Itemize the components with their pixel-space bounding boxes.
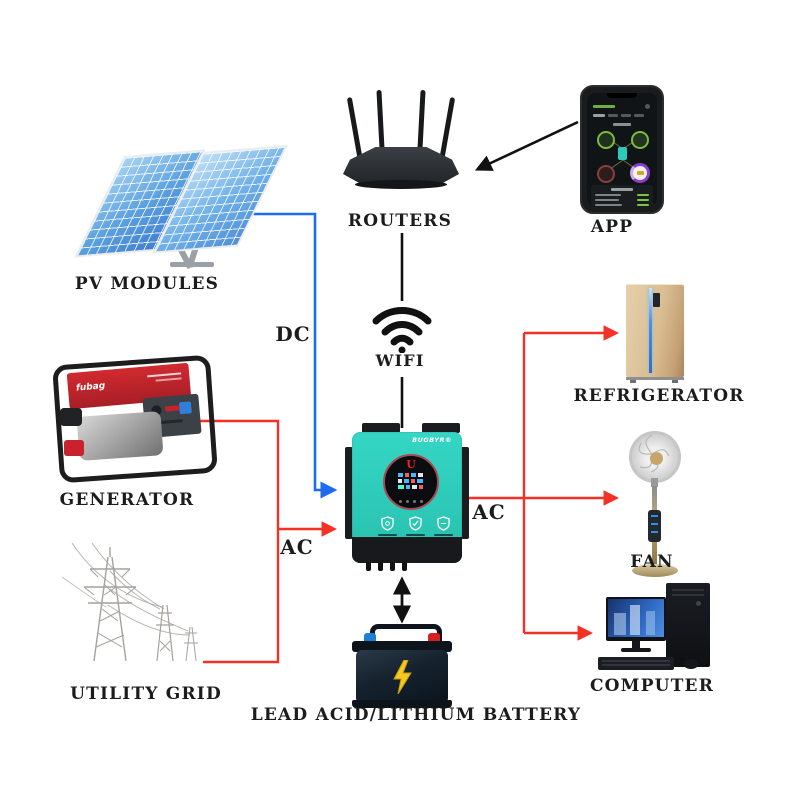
router-antenna (439, 97, 456, 157)
inverter-brand: BUGBYR® (412, 436, 452, 444)
router-antenna (346, 97, 363, 157)
generator-starter (64, 440, 84, 456)
battery-illustration (352, 624, 452, 708)
inverter-terminal-cover (352, 537, 462, 563)
inverter-logo: U (406, 458, 416, 471)
battery-label: LEAD ACID/LITHIUM BATTERY (250, 705, 582, 725)
router-base (355, 180, 447, 189)
wifi-icon (372, 307, 432, 353)
app-grid-icon (597, 165, 615, 183)
fan-label: FAN (630, 552, 674, 572)
phone-screen (587, 93, 657, 206)
computer-monitor (606, 597, 666, 641)
shield-icon (409, 516, 422, 531)
app-center-inverter-icon (618, 147, 627, 160)
refrigerator-display (653, 293, 660, 307)
inverter-lcd (398, 473, 423, 489)
inverter-connector (390, 562, 395, 571)
inverter-connector (378, 562, 383, 571)
inverter-connector (402, 562, 407, 571)
inverter-bracket (345, 447, 353, 539)
dc-line (207, 212, 338, 499)
wifi-label: WIFI (375, 351, 425, 370)
inverter-mount-tab (362, 423, 400, 433)
ac-input-line (198, 419, 280, 664)
generator-illustration: fubag (52, 352, 218, 484)
refrigerator-body (626, 284, 684, 377)
app-phone-illustration (580, 85, 664, 214)
shield-icon (437, 516, 450, 531)
refrigerator-light-strip (649, 288, 652, 373)
generator-label: GENERATOR (59, 490, 195, 510)
battery-terminal-positive (428, 633, 440, 644)
generator-airfilter (60, 408, 82, 426)
refrigerator-illustration (626, 282, 688, 384)
utility-grid-label: UTILITY GRID (70, 684, 222, 704)
computer-mouse (684, 659, 698, 669)
panel-foot (170, 262, 214, 267)
fan-illustration (628, 430, 682, 578)
fan-base (632, 564, 678, 577)
phone-notch (607, 93, 637, 98)
router-illustration (343, 85, 459, 195)
inverter-bracket (461, 447, 469, 539)
utility-grid-illustration (62, 543, 198, 662)
app-label: APP (590, 217, 634, 237)
generator-brand: fubag (75, 381, 106, 394)
lightning-icon (393, 660, 412, 694)
routers-label: ROUTERS (347, 211, 453, 231)
inverter-mount-tab (422, 423, 460, 433)
shield-icon (381, 516, 394, 531)
battery-terminal-negative (364, 633, 376, 644)
fan-hub (650, 452, 663, 465)
battery-body (356, 650, 448, 704)
computer-illustration (598, 583, 714, 679)
app-solar-icon (597, 131, 615, 149)
dc-label: DC (275, 322, 311, 346)
pv-modules-label: PV MODULES (74, 274, 220, 294)
router-antenna (376, 89, 385, 151)
pv-modules-illustration (42, 138, 288, 273)
router-antenna (417, 89, 426, 151)
ac-input-label: AC (280, 535, 314, 559)
computer-keyboard (598, 657, 674, 670)
generator-engine (76, 411, 164, 461)
inverter-body: BUGBYR® U (352, 432, 462, 563)
app-router-arrow (474, 120, 579, 171)
fan-head (629, 431, 681, 483)
inverter-illustration: BUGBYR® U (345, 423, 469, 573)
monitor-screen (608, 599, 664, 637)
refrigerator-label: REFRIGERATOR (573, 386, 745, 406)
computer-tower (666, 583, 710, 667)
inverter-connector (366, 562, 371, 571)
computer-label: COMPUTER (589, 676, 715, 696)
fan-control-panel (648, 510, 661, 542)
ac-output-label: AC (472, 500, 506, 524)
inverter-display: U (383, 454, 439, 510)
app-home-icon (631, 131, 649, 149)
